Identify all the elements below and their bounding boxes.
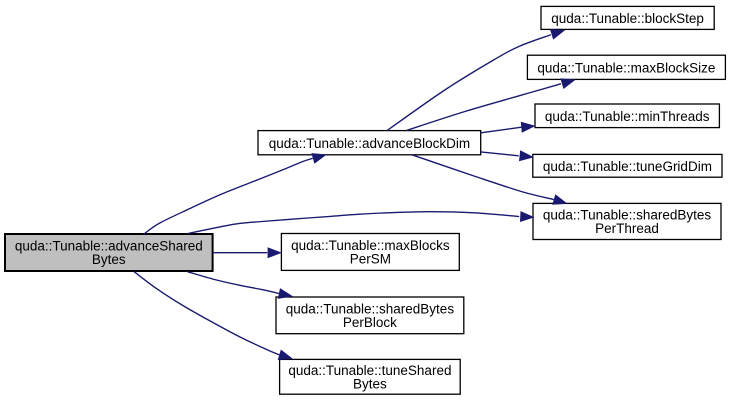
svg-text:quda::Tunable::sharedBytes: quda::Tunable::sharedBytes bbox=[286, 302, 455, 317]
svg-text:PerThread: PerThread bbox=[595, 221, 659, 236]
svg-text:Bytes: Bytes bbox=[92, 252, 126, 267]
svg-text:quda::Tunable::advanceShared: quda::Tunable::advanceShared bbox=[15, 239, 203, 254]
svg-text:quda::Tunable::sharedBytes: quda::Tunable::sharedBytes bbox=[543, 208, 712, 223]
svg-text:quda::Tunable::maxBlockSize: quda::Tunable::maxBlockSize bbox=[537, 61, 715, 76]
svg-text:quda::Tunable::tuneShared: quda::Tunable::tuneShared bbox=[288, 363, 451, 378]
svg-text:PerSM: PerSM bbox=[350, 252, 391, 267]
svg-text:PerBlock: PerBlock bbox=[343, 315, 397, 330]
svg-text:quda::Tunable::maxBlocks: quda::Tunable::maxBlocks bbox=[291, 238, 450, 253]
svg-text:quda::Tunable::blockStep: quda::Tunable::blockStep bbox=[551, 11, 704, 26]
svg-text:quda::Tunable::advanceBlockDim: quda::Tunable::advanceBlockDim bbox=[269, 136, 470, 151]
svg-text:quda::Tunable::minThreads: quda::Tunable::minThreads bbox=[545, 109, 710, 124]
svg-text:quda::Tunable::tuneGridDim: quda::Tunable::tuneGridDim bbox=[543, 159, 712, 174]
svg-text:Bytes: Bytes bbox=[353, 376, 387, 391]
